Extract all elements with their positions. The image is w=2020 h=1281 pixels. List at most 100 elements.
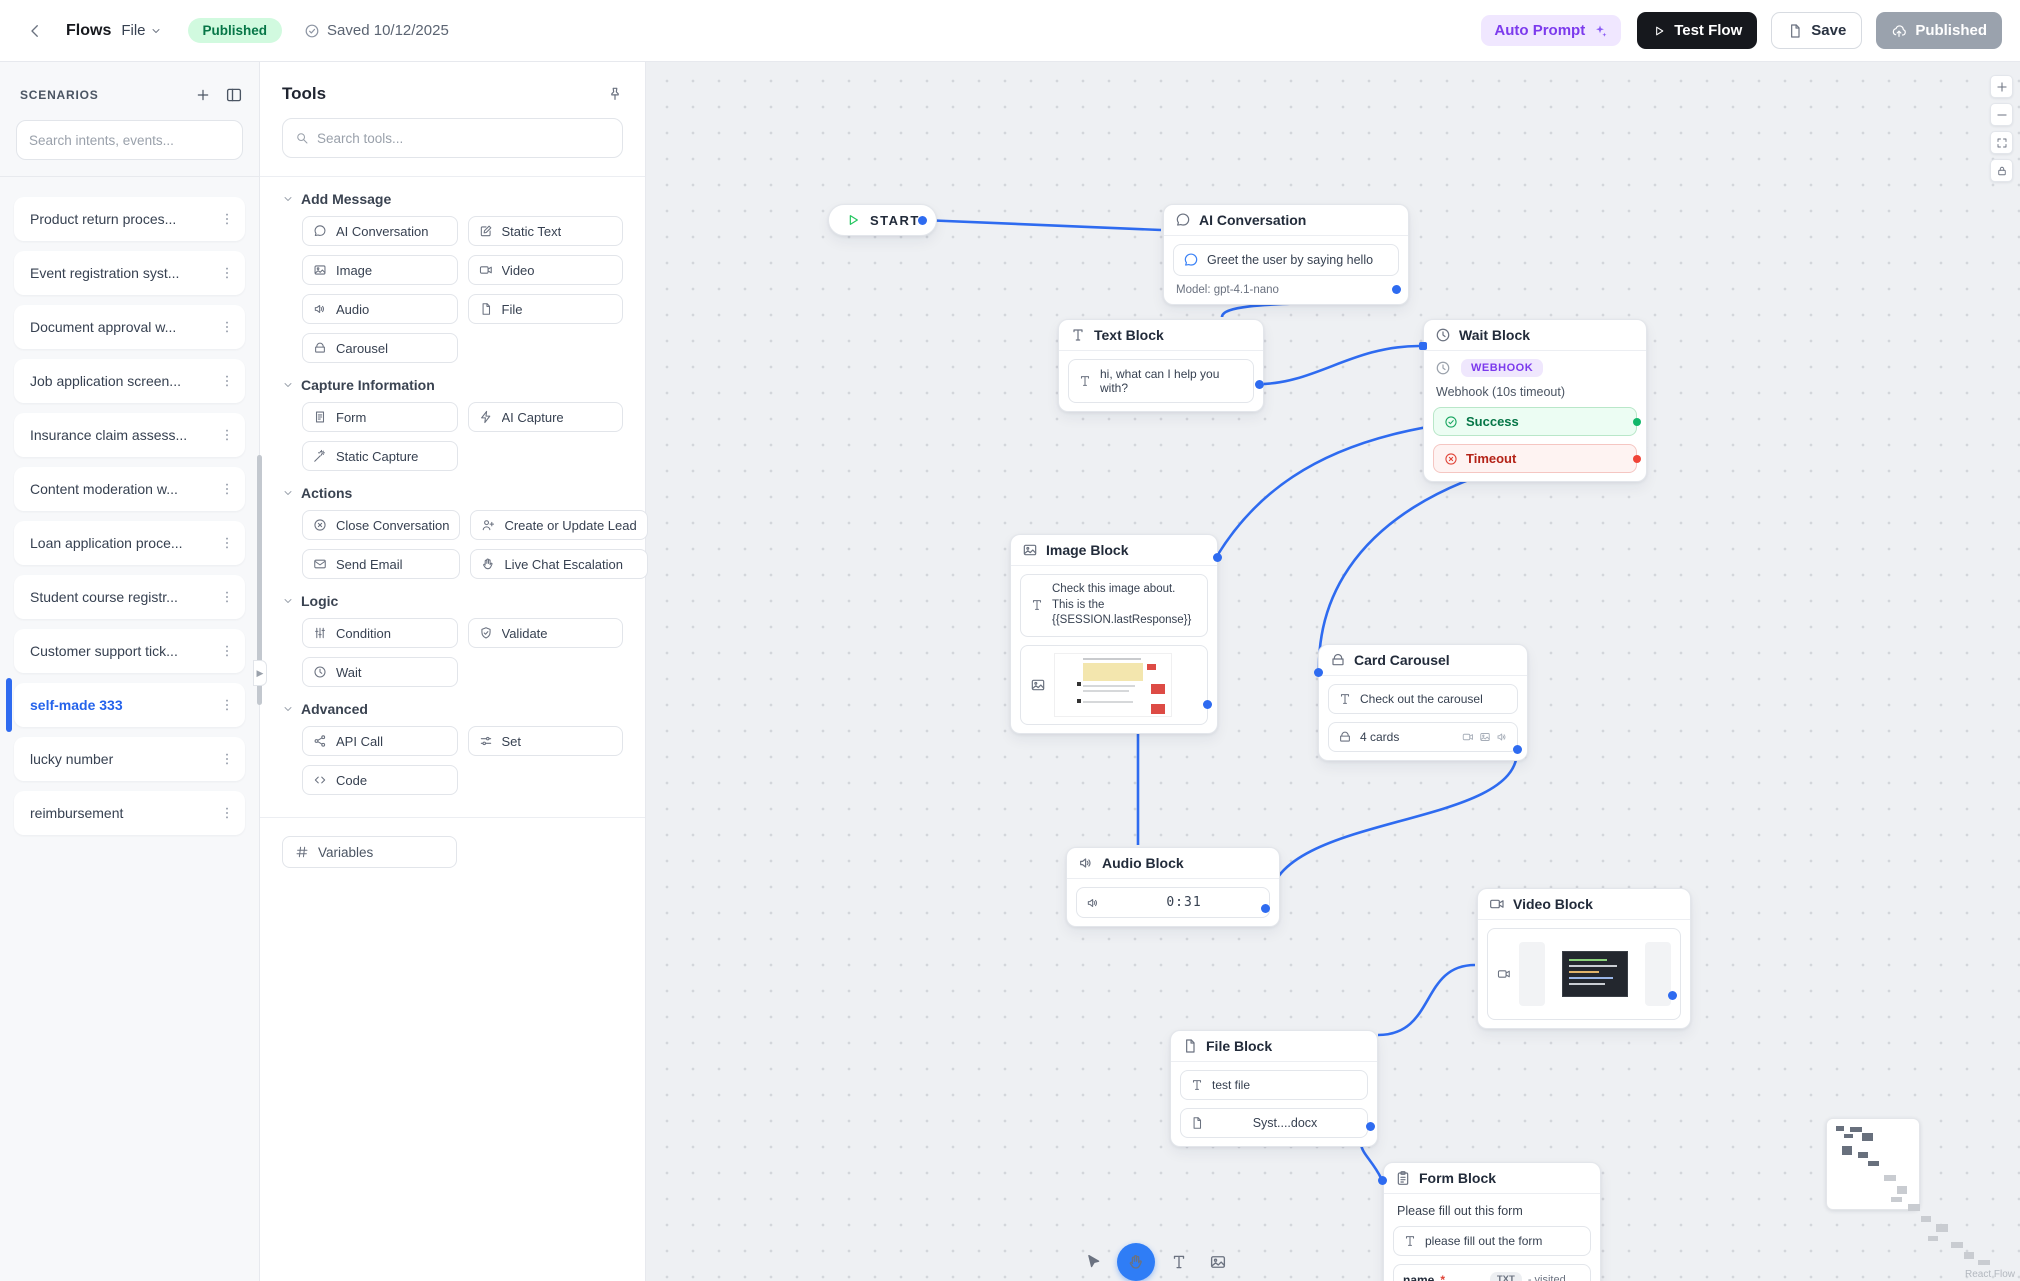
- connector-handle[interactable]: [1392, 285, 1401, 294]
- sidebar-item-loan-application-proce[interactable]: Loan application proce...: [14, 521, 245, 565]
- node-video-block[interactable]: Video Block: [1477, 888, 1691, 1029]
- scenario-menu-icon[interactable]: [219, 265, 235, 281]
- form-fields-card[interactable]: name* TXT - visited_... address* TXT - v…: [1393, 1264, 1591, 1281]
- edge-carousel-to-audio[interactable]: [1267, 749, 1519, 904]
- save-button[interactable]: Save: [1771, 12, 1863, 49]
- add-scenario-icon[interactable]: [195, 87, 211, 103]
- sidebar-item-job-application-screen[interactable]: Job application screen...: [14, 359, 245, 403]
- form-caption-card[interactable]: please fill out the form: [1393, 1226, 1591, 1256]
- sidebar-item-self-made-333[interactable]: self-made 333: [6, 678, 245, 732]
- sidebar-item-insurance-claim-assess[interactable]: Insurance claim assess...: [14, 413, 245, 457]
- tool-set[interactable]: Set: [467, 726, 623, 756]
- scenario-menu-icon[interactable]: [219, 697, 235, 713]
- scenario-menu-icon[interactable]: [219, 481, 235, 497]
- tool-video[interactable]: Video: [467, 255, 623, 285]
- sidebar-item-product-return-proces[interactable]: Product return proces...: [14, 197, 245, 241]
- file-menu[interactable]: File: [121, 22, 161, 39]
- tool-static-capture[interactable]: Static Capture: [302, 441, 458, 471]
- section-header-logic[interactable]: Logic: [282, 593, 623, 609]
- scenario-menu-icon[interactable]: [219, 751, 235, 767]
- connector-handle[interactable]: [1378, 1176, 1387, 1185]
- tool-api-call[interactable]: API Call: [302, 726, 458, 756]
- audio-player-card[interactable]: 0:31: [1076, 887, 1270, 918]
- test-flow-button[interactable]: Test Flow: [1637, 12, 1758, 49]
- sidebar-item-reimbursement[interactable]: reimbursement: [14, 791, 245, 835]
- tool-live-chat-escalation[interactable]: Live Chat Escalation: [470, 549, 648, 579]
- carousel-cards-card[interactable]: 4 cards: [1328, 722, 1518, 752]
- ai-message-card[interactable]: Greet the user by saying hello: [1173, 244, 1399, 276]
- connector-handle[interactable]: [1513, 745, 1522, 754]
- tool-close-conversation[interactable]: Close Conversation: [302, 510, 461, 540]
- connector-handle[interactable]: [1366, 1122, 1375, 1131]
- sidebar-item-customer-support-tick[interactable]: Customer support tick...: [14, 629, 245, 673]
- publish-button[interactable]: Published: [1876, 12, 2002, 49]
- node-wait-block[interactable]: Wait Block WEBHOOK Webhook (10s timeout)…: [1423, 319, 1647, 482]
- section-header-actions[interactable]: Actions: [282, 485, 623, 501]
- sidebar-item-content-moderation-w[interactable]: Content moderation w...: [14, 467, 245, 511]
- node-file-block[interactable]: File Block test file Syst....docx: [1170, 1030, 1378, 1147]
- toggle-panel-icon[interactable]: [225, 86, 243, 104]
- edge-video-to-file[interactable]: [1377, 963, 1476, 1037]
- auto-prompt-button[interactable]: Auto Prompt: [1481, 15, 1622, 46]
- scenario-menu-icon[interactable]: [219, 319, 235, 335]
- zoom-out-button[interactable]: [1990, 103, 2013, 126]
- connector-handle[interactable]: [1419, 342, 1427, 350]
- connector-handle[interactable]: [1255, 380, 1264, 389]
- zoom-in-button[interactable]: [1990, 75, 2013, 98]
- tool-wait[interactable]: Wait: [302, 657, 458, 687]
- scenario-menu-icon[interactable]: [219, 211, 235, 227]
- video-preview-card[interactable]: [1487, 928, 1681, 1020]
- connector-handle[interactable]: [1213, 553, 1222, 562]
- section-header-advanced[interactable]: Advanced: [282, 701, 623, 717]
- text-tool-button[interactable]: [1164, 1247, 1194, 1277]
- node-card-carousel[interactable]: Card Carousel Check out the carousel 4 c…: [1318, 644, 1528, 761]
- carousel-caption-card[interactable]: Check out the carousel: [1328, 684, 1518, 714]
- select-tool-button[interactable]: [1078, 1247, 1108, 1277]
- tool-ai-capture[interactable]: AI Capture: [467, 402, 623, 432]
- node-ai-conversation[interactable]: AI Conversation Greet the user by saying…: [1163, 204, 1409, 305]
- edge-text-to-wait[interactable]: [1258, 344, 1420, 386]
- tool-validate[interactable]: Validate: [467, 618, 623, 648]
- file-caption-card[interactable]: test file: [1180, 1070, 1368, 1100]
- success-output[interactable]: Success: [1433, 407, 1641, 436]
- connector-handle[interactable]: [1261, 904, 1270, 913]
- minimap[interactable]: [1824, 1116, 2020, 1281]
- connector-handle[interactable]: [918, 216, 927, 225]
- tool-condition[interactable]: Condition: [302, 618, 458, 648]
- tool-ai-conversation[interactable]: AI Conversation: [302, 216, 458, 246]
- node-image-block[interactable]: Image Block Check this image about. This…: [1010, 534, 1218, 734]
- panel-collapse-arrow[interactable]: ▶: [253, 660, 267, 686]
- image-tool-button[interactable]: [1203, 1247, 1233, 1277]
- scenario-menu-icon[interactable]: [219, 427, 235, 443]
- fit-view-button[interactable]: [1990, 131, 2013, 154]
- image-preview-card[interactable]: [1020, 644, 1208, 725]
- tool-form[interactable]: Form: [302, 402, 458, 432]
- sidebar-item-document-approval-w[interactable]: Document approval w...: [14, 305, 245, 349]
- tool-send-email[interactable]: Send Email: [302, 549, 461, 579]
- tool-code[interactable]: Code: [302, 765, 458, 795]
- tool-static-text[interactable]: Static Text: [467, 216, 623, 246]
- connector-handle[interactable]: [1314, 668, 1323, 677]
- sidebar-item-lucky-number[interactable]: lucky number: [14, 737, 245, 781]
- success-handle[interactable]: [1633, 417, 1641, 426]
- lock-button[interactable]: [1990, 159, 2013, 182]
- tool-file[interactable]: File: [467, 294, 623, 324]
- tool-create-or-update-lead[interactable]: Create or Update Lead: [470, 510, 648, 540]
- scenario-menu-icon[interactable]: [219, 589, 235, 605]
- tools-search-input[interactable]: [317, 130, 610, 146]
- sidebar-item-event-registration-syst[interactable]: Event registration syst...: [14, 251, 245, 295]
- node-form-block[interactable]: Form Block Please fill out this form ple…: [1383, 1162, 1601, 1281]
- tool-image[interactable]: Image: [302, 255, 458, 285]
- text-message-card[interactable]: hi, what can I help you with?: [1068, 359, 1254, 403]
- sidebar-scrollbar[interactable]: [257, 455, 262, 705]
- tool-audio[interactable]: Audio: [302, 294, 458, 324]
- node-text-block[interactable]: Text Block hi, what can I help you with?: [1058, 319, 1264, 412]
- file-attachment-card[interactable]: Syst....docx: [1180, 1108, 1368, 1138]
- tool-carousel[interactable]: Carousel: [302, 333, 458, 363]
- image-caption-card[interactable]: Check this image about. This is the {{SE…: [1020, 574, 1208, 637]
- timeout-handle[interactable]: [1633, 454, 1641, 463]
- scenario-menu-icon[interactable]: [219, 535, 235, 551]
- section-header-add-message[interactable]: Add Message: [282, 191, 623, 207]
- variables-button[interactable]: Variables: [282, 836, 457, 868]
- connector-handle[interactable]: [1203, 700, 1212, 709]
